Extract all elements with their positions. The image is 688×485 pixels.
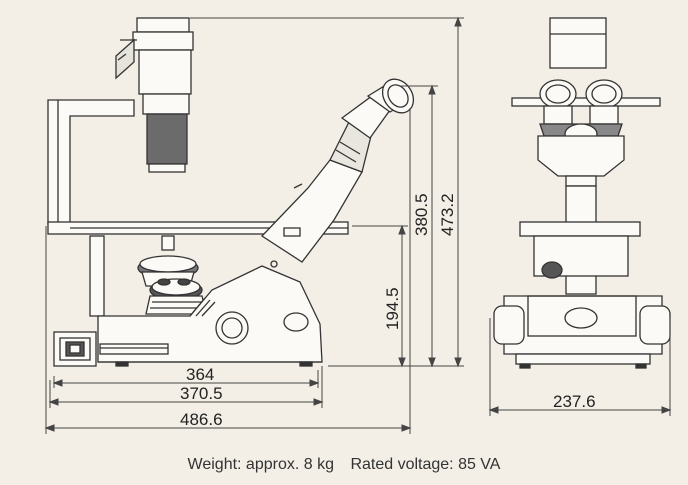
drawing-svg: 364 370.5 486.6 237.6 194.5 380.5 473.2	[44, 16, 672, 434]
power-inlet	[53, 331, 97, 367]
nosepiece	[137, 235, 207, 315]
front-view	[493, 17, 671, 369]
dim-194-5: 194.5	[383, 287, 402, 330]
spec-caption: Weight: approx. 8 kg Rated voltage: 85 V…	[0, 456, 688, 474]
front-lamp-housing	[549, 17, 607, 69]
side-view	[47, 17, 415, 367]
weight-text: Weight: approx. 8 kg	[187, 456, 334, 473]
condenser	[146, 113, 188, 165]
dim-473-2: 473.2	[438, 193, 457, 236]
dim-370-5: 370.5	[180, 384, 223, 403]
voltage-text: Rated voltage: 85 VA	[350, 456, 501, 473]
front-eyepiece-bar	[511, 97, 661, 107]
dim-486-6: 486.6	[180, 410, 223, 429]
base-body	[89, 235, 323, 367]
dim-364: 364	[186, 365, 214, 384]
lamp-housing	[138, 49, 192, 95]
dim-237-6: 237.6	[553, 392, 596, 411]
dim-380-5: 380.5	[412, 193, 431, 236]
observation-tube	[260, 78, 415, 268]
illumination-arm	[47, 99, 135, 225]
dimension-lines	[44, 16, 672, 434]
lamp-cap	[136, 17, 190, 33]
